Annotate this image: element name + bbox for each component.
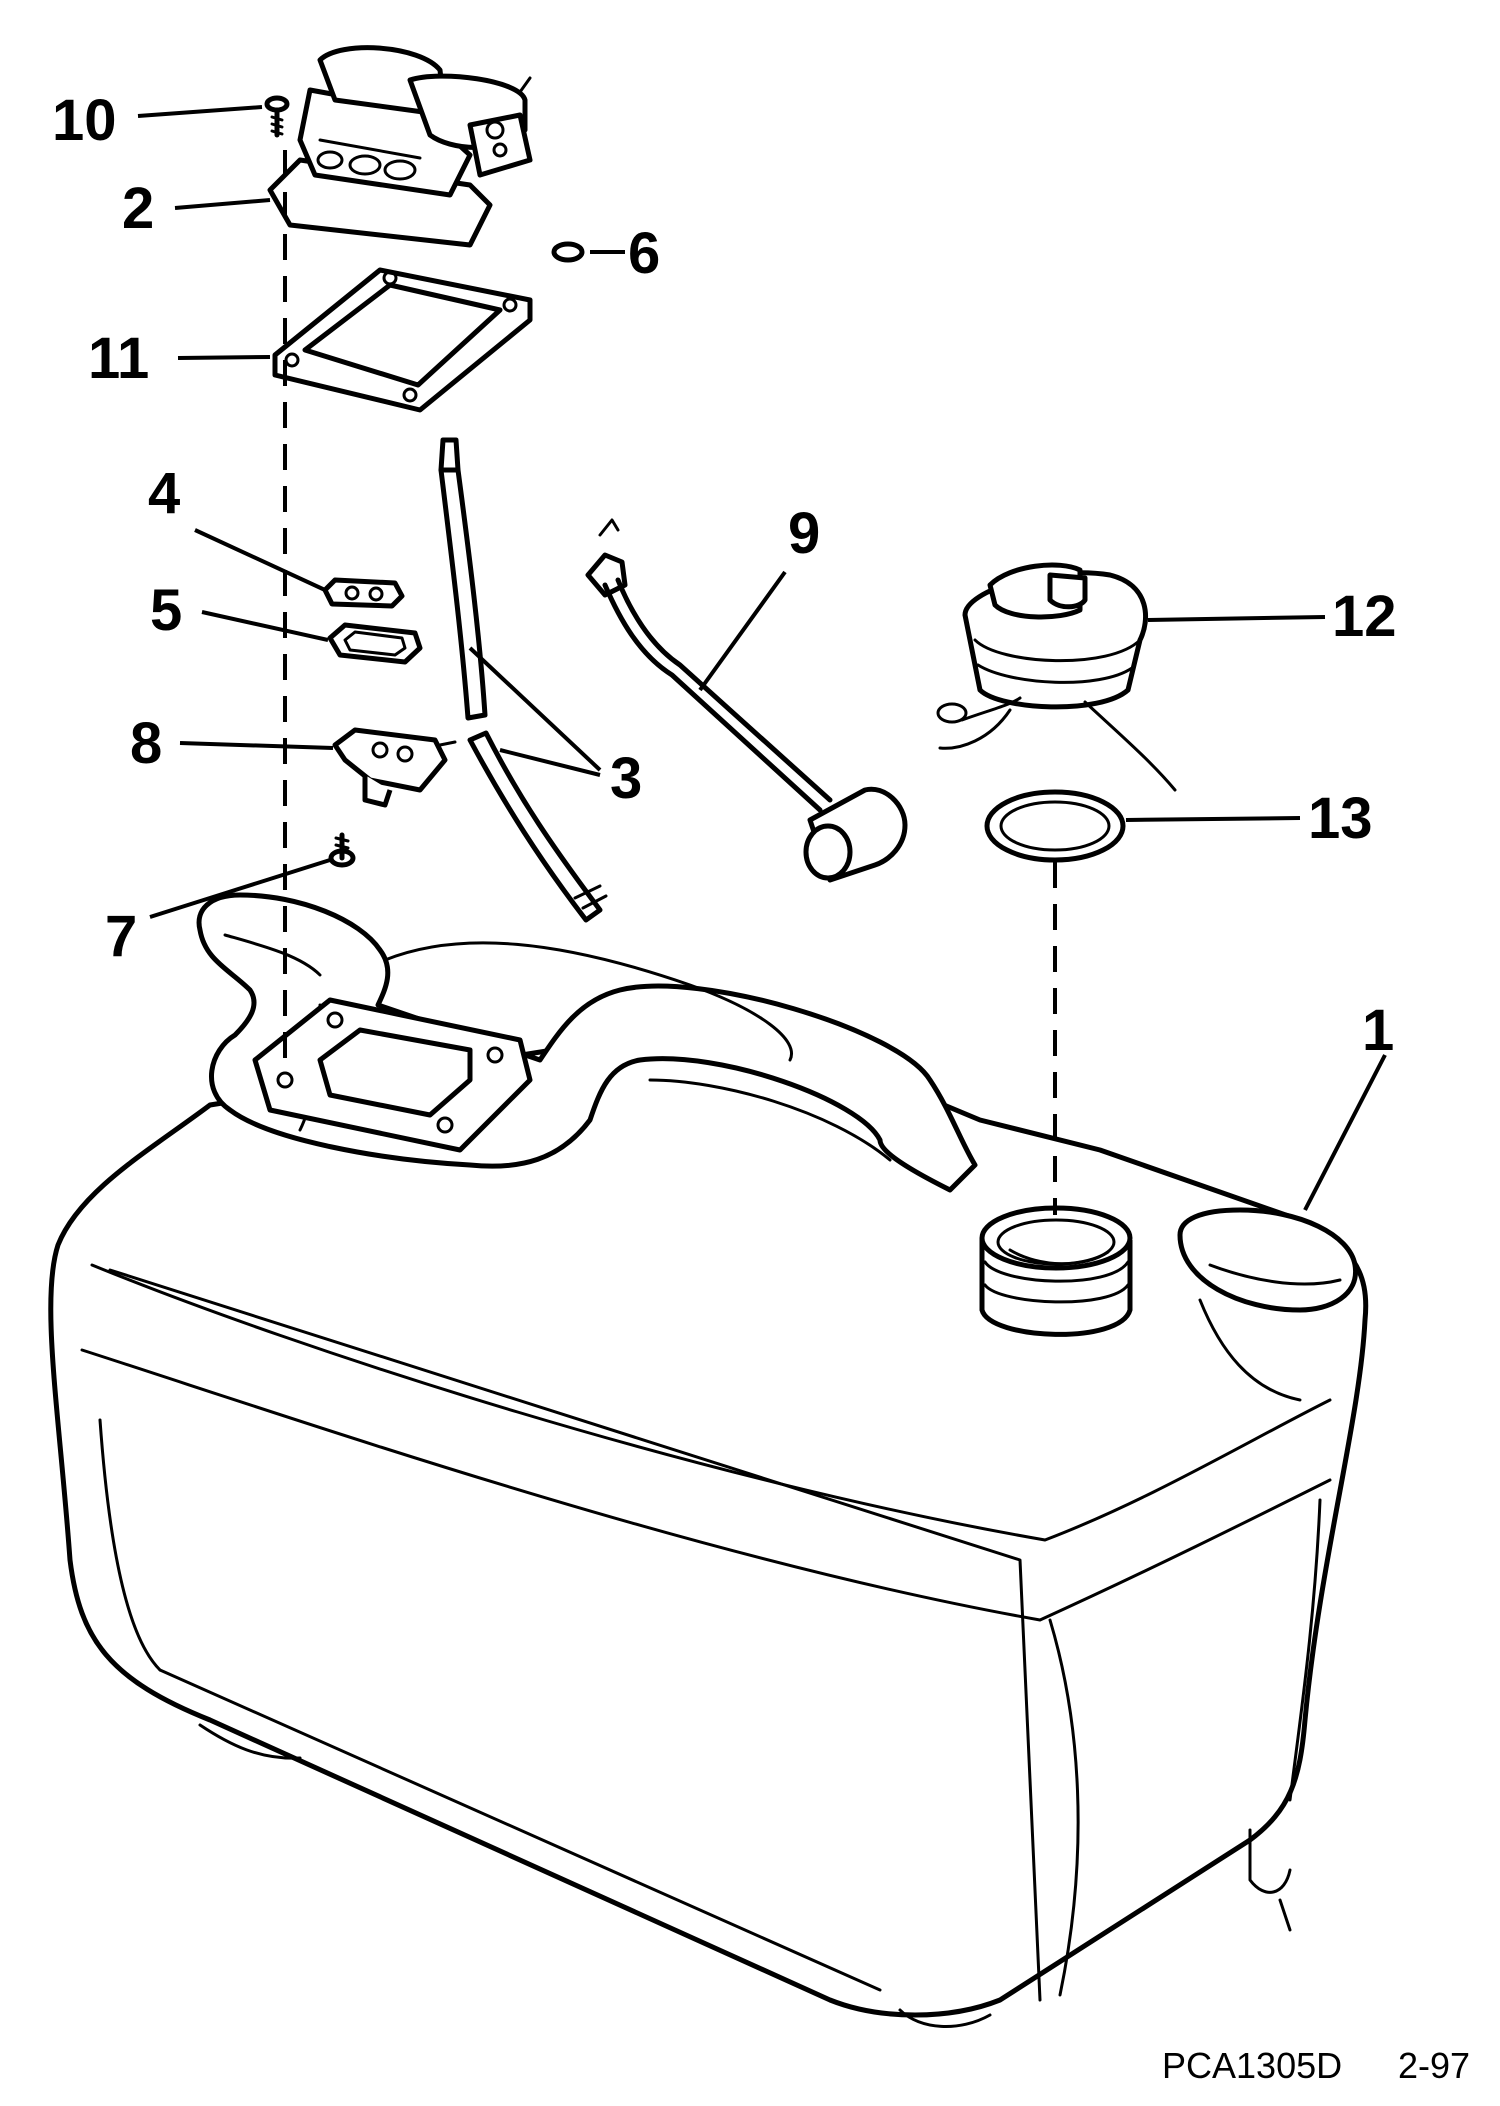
ring-gasket-13 xyxy=(984,789,1126,863)
valve-bracket-8 xyxy=(332,727,457,808)
callout-5: 5 xyxy=(150,578,183,643)
callout-8: 8 xyxy=(130,711,163,776)
drawing-code: PCA1305D xyxy=(1162,2045,1343,2086)
fuel-tank-body xyxy=(48,892,1369,2028)
leader-3b xyxy=(499,748,601,777)
leader-3a xyxy=(468,646,602,772)
callout-6: 6 xyxy=(628,221,661,286)
leader-9 xyxy=(698,570,787,692)
screw-7 xyxy=(328,832,356,868)
leader-5 xyxy=(201,610,329,642)
callout-2: 2 xyxy=(122,176,155,241)
filler-cap-12 xyxy=(936,562,1177,792)
callout-12: 12 xyxy=(1332,584,1397,649)
callout-10: 10 xyxy=(52,88,117,153)
leader-lines xyxy=(137,105,1387,1211)
hose-3 xyxy=(438,437,608,923)
callout-3: 3 xyxy=(610,746,643,811)
callout-13: 13 xyxy=(1308,786,1373,851)
leader-12 xyxy=(1147,615,1326,622)
callout-1: 1 xyxy=(1362,998,1395,1063)
leader-2 xyxy=(174,198,271,210)
seal-5 xyxy=(327,622,423,665)
drawing-date: 2-97 xyxy=(1398,2045,1471,2086)
leader-1 xyxy=(1303,1054,1387,1211)
gasket-4 xyxy=(322,577,405,609)
leader-11 xyxy=(177,355,271,360)
screw-10 xyxy=(264,95,290,138)
callout-9: 9 xyxy=(788,501,821,566)
leader-10 xyxy=(137,105,263,118)
gasket-11 xyxy=(272,267,533,413)
leader-13 xyxy=(1125,816,1301,822)
fuel-gauge-9 xyxy=(585,518,908,883)
leader-4 xyxy=(194,528,326,592)
leader-7 xyxy=(149,858,331,919)
callout-11: 11 xyxy=(88,326,150,391)
callout-7: 7 xyxy=(105,904,138,969)
o-ring-6 xyxy=(551,241,585,263)
callout-4: 4 xyxy=(148,461,181,526)
pump-assembly xyxy=(267,45,533,248)
leader-8 xyxy=(179,741,334,750)
